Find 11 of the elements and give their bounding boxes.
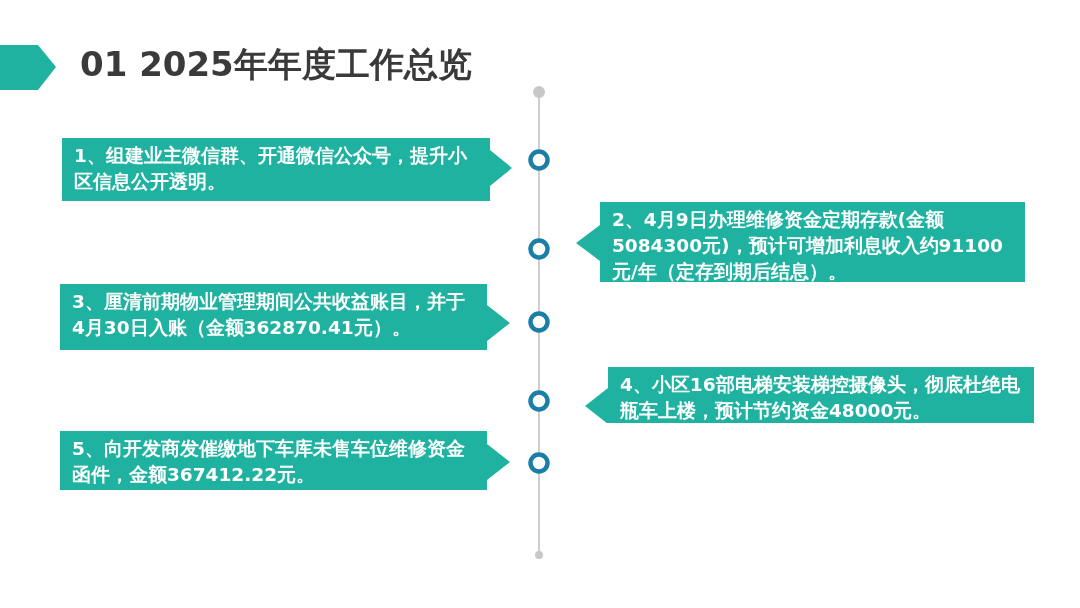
callout-box: [576, 202, 1025, 282]
callout-text: 1、组建业主微信群、开通微信公众号，提升小区信息公开透明。: [74, 144, 468, 194]
callout-box: [60, 284, 510, 350]
callout-text: 5、向开发商发催缴地下车库未售车位维修资金函件，金额367412.22元。: [72, 437, 466, 487]
callout-text: 2、4月9日办理维修资金定期存款(金额5084300元)，预计可增加利息收入约91100元/年（定存到期后结息）。: [612, 208, 1004, 284]
callout-text: 4、小区16部电梯安装梯控摄像头，彻底杜绝电瓶车上楼，预计节约资金48000元。: [620, 373, 1021, 423]
callout-box: [585, 367, 1034, 423]
callout-box: [60, 431, 510, 490]
callout-box: [62, 138, 512, 201]
slide-title: 01 2025年年度工作总览: [80, 43, 472, 86]
callout-text: 3、厘清前期物业管理期间公共收益账目，并于4月30日入账（金额362870.41元）。: [72, 290, 466, 340]
